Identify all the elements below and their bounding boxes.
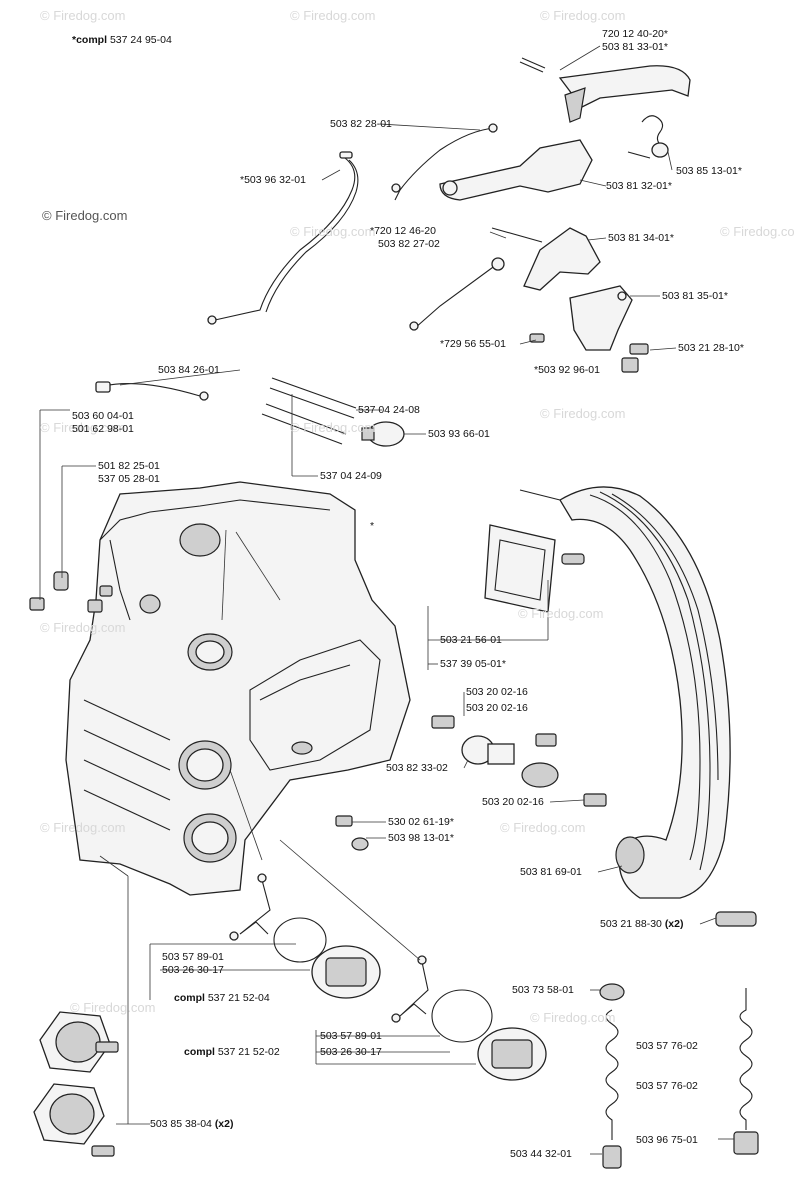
bracket-part (529, 285, 649, 373)
part-number: 537 21 52-02 (217, 1046, 280, 1058)
part-callout: 503 81 32-01* (606, 180, 672, 192)
ground-wire-part (95, 381, 209, 401)
watermark: © Firedog.com (290, 224, 376, 239)
assembly-prefix: compl (184, 1046, 215, 1058)
watermark: © Firedog.com (518, 606, 604, 621)
part-callout: 503 44 32-01 (510, 1148, 572, 1160)
watermark: © Firedog.com (540, 8, 626, 23)
rubber-buffer-1-part (39, 1011, 119, 1073)
lockout-lever-part (409, 227, 601, 331)
part-number: 503 85 38-04 (150, 1118, 212, 1130)
part-callout: 503 20 02-16 (466, 686, 528, 698)
filter-plate-part (484, 524, 585, 613)
part-callout: *729 56 55-01 (440, 338, 506, 350)
av-mount-2-part (391, 955, 547, 1081)
part-callout: 537 04 24-09 (320, 470, 382, 482)
throttle-lever-part (439, 139, 593, 201)
part-callout: 503 21 28-10* (678, 342, 744, 354)
part-callout: *503 96 32-01 (240, 174, 306, 186)
watermark: © Firedog.com (70, 1000, 156, 1015)
watermark: © Firedog.com (290, 420, 376, 435)
part-callout: 503 96 75-01 (636, 1134, 698, 1146)
part-callout: 503 82 33-02 (386, 762, 448, 774)
watermark: © Firedog.com (540, 406, 626, 421)
watermark: © Firedog.com (290, 8, 376, 23)
part-callout: 501 82 25-01 (98, 460, 160, 472)
part-callout: 503 81 34-01* (608, 232, 674, 244)
assembly-callout: compl 537 21 52-02 (184, 1046, 280, 1058)
watermark: © Firedog.com (42, 208, 128, 223)
assembly-prefix: *compl (72, 34, 108, 46)
part-callout: 503 85 13-01* (676, 165, 742, 177)
part-callout: 503 57 76-02 (636, 1080, 698, 1092)
part-callout: 503 93 66-01 (428, 428, 490, 440)
av-mount-1-part (229, 873, 381, 999)
part-callout: 501 62 98-01 (72, 423, 134, 435)
assembly-callout: compl 537 21 52-04 (174, 992, 270, 1004)
quantity-suffix: (x2) (664, 918, 684, 930)
part-callout: 503 73 58-01 (512, 984, 574, 996)
part-callout: 503 21 56-01 (440, 634, 502, 646)
assembly-header: *compl 537 24 95-04 (72, 34, 172, 46)
small-spring-part (599, 983, 625, 1169)
quantity-suffix: (x2) (214, 1118, 234, 1130)
watermark: © Firedog.com (500, 820, 586, 835)
watermark: © Firedog.com (530, 1010, 616, 1025)
wire-harness-part (207, 123, 498, 325)
part-callout-x2: 503 85 38-04 (x2) (150, 1118, 234, 1130)
part-number: 503 21 88-30 (600, 918, 662, 930)
assembly-prefix: compl (174, 992, 205, 1004)
part-callout: 503 57 89-01 (320, 1030, 382, 1042)
part-callout: *503 92 96-01 (534, 364, 600, 376)
part-callout: 503 20 02-16 (482, 796, 544, 808)
rubber-buffer-2-part (33, 1083, 115, 1157)
part-callout: *720 12 46-20 (370, 225, 436, 237)
fuel-tube-part (261, 377, 357, 445)
part-callout: 503 81 33-01* (602, 41, 668, 53)
part-callout: 530 02 61-19* (388, 816, 454, 828)
part-callout: 537 39 05-01* (440, 658, 506, 670)
watermark: © Firedog.com (40, 620, 126, 635)
watermark: © Firedog.com (40, 820, 126, 835)
part-callout: 503 81 69-01 (520, 866, 582, 878)
tank-fittings-part (29, 571, 113, 613)
part-number: 537 21 52-04 (207, 992, 270, 1004)
part-callout: 503 26 30-17 (162, 964, 224, 976)
part-callout: 503 98 13-01* (388, 832, 454, 844)
fuel-tank-housing-part (65, 481, 411, 896)
part-callout: 720 12 40-20* (602, 28, 668, 40)
large-spring-part (733, 988, 759, 1155)
part-callout: 503 82 28-01 (330, 118, 392, 130)
part-callout: 503 26 30-17 (320, 1046, 382, 1058)
part-callout: 537 05 28-01 (98, 473, 160, 485)
assembly-number: 537 24 95-04 (109, 34, 172, 46)
watermark: © Firedog.com (720, 224, 794, 239)
part-callout: 503 82 27-02 (378, 238, 440, 250)
part-callout: 503 81 35-01* (662, 290, 728, 302)
part-callout: 503 57 89-01 (162, 951, 224, 963)
part-callout-x2: 503 21 88-30 (x2) (600, 918, 684, 930)
leader-lines (39, 45, 734, 1155)
front-handle-part (519, 486, 757, 927)
part-callout: 503 84 26-01 (158, 364, 220, 376)
watermark: © Firedog.com (40, 420, 126, 435)
watermark: © Firedog.com (40, 8, 126, 23)
part-callout: 503 60 04-01 (72, 410, 134, 422)
part-callout: 503 57 76-02 (636, 1040, 698, 1052)
part-callout: * (370, 520, 375, 532)
part-callout: 537 04 24-08 (358, 404, 420, 416)
vibration-connector-part (335, 715, 607, 851)
primer-bulb-part (361, 421, 405, 447)
throttle-trigger-part (519, 57, 691, 123)
part-callout: 503 20 02-16 (466, 702, 528, 714)
trigger-spring-part (627, 115, 669, 159)
